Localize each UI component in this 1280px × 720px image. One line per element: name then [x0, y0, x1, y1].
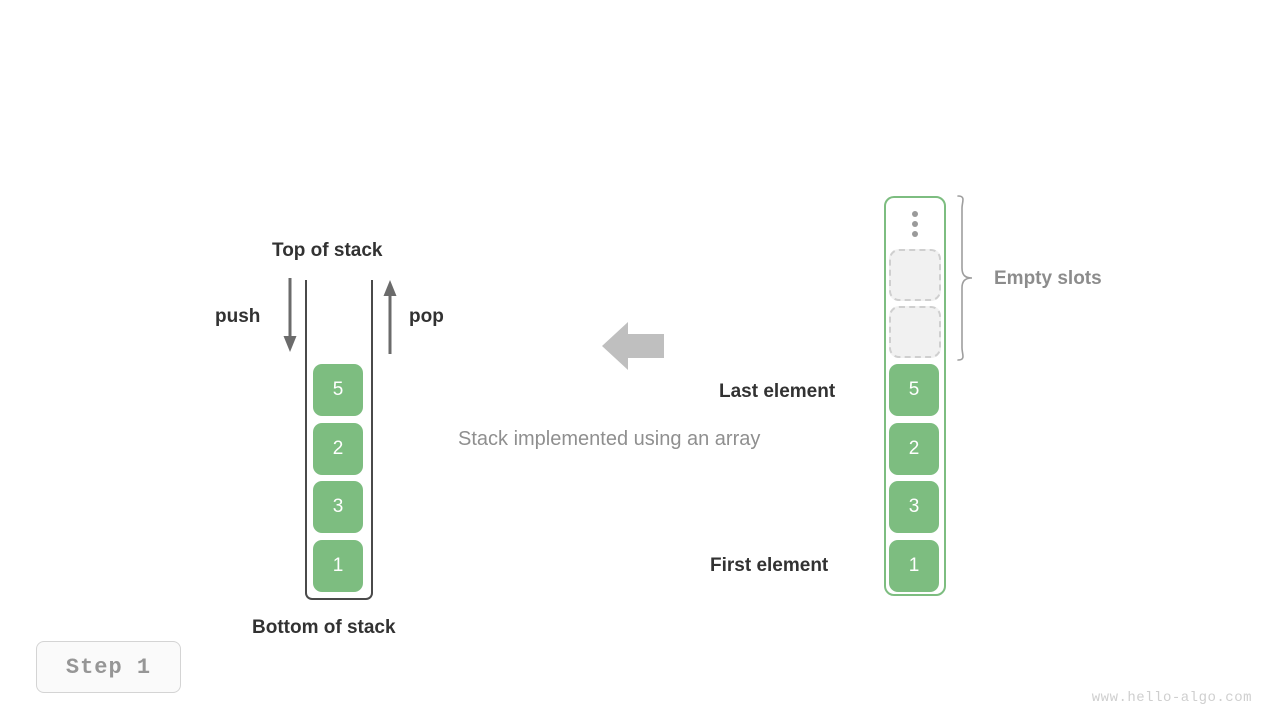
empty-slots-brace-icon	[957, 195, 973, 361]
push-arrow-icon	[283, 278, 297, 352]
diagram-caption: Stack implemented using an array	[458, 428, 761, 450]
array-cell: 3	[889, 481, 939, 533]
array-cell: 1	[889, 540, 939, 592]
bottom-of-stack-label: Bottom of stack	[252, 617, 396, 638]
stack-container	[305, 280, 373, 600]
first-element-label: First element	[710, 555, 829, 576]
last-element-label: Last element	[719, 381, 836, 402]
pop-label: pop	[409, 306, 444, 327]
array-cell: 5	[889, 364, 939, 416]
array-cell: 2	[889, 423, 939, 475]
empty-slot	[889, 249, 941, 301]
watermark: www.hello-algo.com	[1091, 690, 1252, 706]
empty-slot	[889, 306, 941, 358]
push-label: push	[215, 306, 261, 327]
stack-cell: 2	[313, 423, 363, 475]
step-badge: Step 1	[36, 641, 181, 693]
stack-cell: 3	[313, 481, 363, 533]
stack-cell: 5	[313, 364, 363, 416]
pop-arrow-icon	[383, 280, 397, 354]
top-of-stack-label: Top of stack	[272, 240, 383, 261]
empty-slots-label: Empty slots	[994, 268, 1102, 289]
stack-cell: 1	[313, 540, 363, 592]
vertical-ellipsis-icon	[910, 211, 919, 237]
left-arrow-icon	[602, 322, 664, 370]
